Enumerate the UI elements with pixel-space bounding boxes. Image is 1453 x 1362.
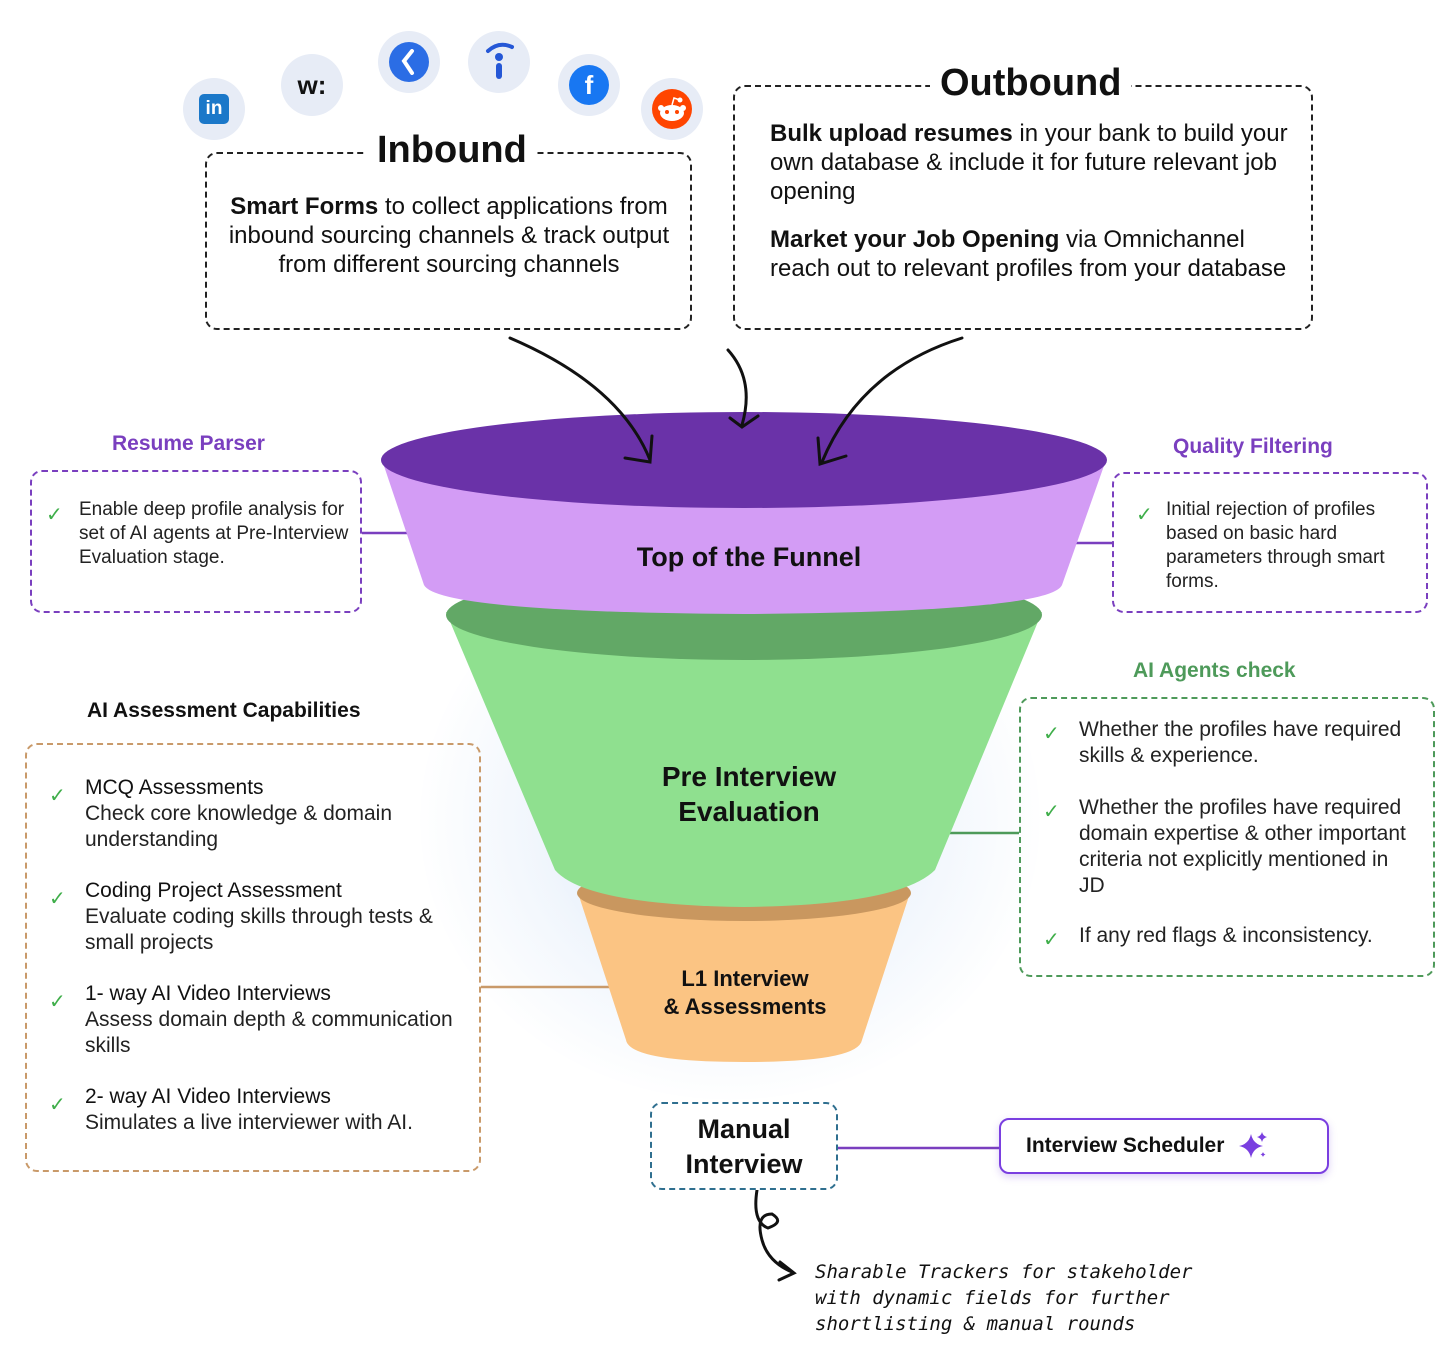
check-icon: ✓	[49, 888, 66, 910]
outbound-box: Outbound Bulk upload resumes in your ban…	[733, 61, 1313, 330]
check-icon: ✓	[1043, 929, 1060, 951]
resume-parser-label: Resume Parser	[112, 432, 265, 455]
funnel-bottom-section	[578, 893, 910, 1062]
arrow-center-head	[728, 414, 760, 429]
arrow-trackers-head	[777, 1260, 797, 1282]
check-icon: ✓	[1136, 504, 1153, 526]
naukri-icon	[378, 31, 440, 93]
funnel-middle-label: Pre Interview Evaluation	[661, 761, 837, 827]
quality-filtering-box: ✓ Initial rejection of profiles based on…	[1112, 472, 1428, 613]
inbound-title: Inbound	[367, 128, 537, 172]
interview-scheduler-label: Interview Scheduler	[1026, 1134, 1225, 1157]
outbound-paragraph-2: Market your Job Opening via Omnichannel …	[770, 226, 1287, 282]
arrow-outbound	[820, 336, 964, 464]
funnel-bottom-label: L1 Interview & Assessments	[663, 966, 827, 1019]
indeed-icon	[468, 31, 530, 93]
ai-assessment-box: ✓ MCQ Assessments Check core knowledge &…	[25, 743, 481, 1172]
inbound-description: Smart Forms to collect applications from…	[228, 193, 670, 278]
ai-agents-label: AI Agents check	[1133, 659, 1296, 682]
sparkle-icon	[1239, 1132, 1268, 1158]
arrow-inbound	[508, 336, 652, 462]
outbound-title: Outbound	[930, 61, 1132, 105]
funnel-top-rim	[381, 412, 1107, 508]
check-icon: ✓	[49, 785, 66, 807]
ai-assessment-label: AI Assessment Capabilities	[87, 699, 361, 722]
trackers-note: Sharable Trackers for stakeholder with d…	[815, 1261, 1193, 1335]
arrow-inbound-head	[623, 434, 654, 464]
ai-agents-box: ✓ Whether the profiles have required ski…	[1019, 697, 1435, 977]
outbound-paragraph-1: Bulk upload resumes in your bank to buil…	[770, 120, 1288, 205]
arrow-center	[726, 348, 748, 427]
quality-filtering-label: Quality Filtering	[1173, 435, 1333, 458]
facebook-icon: f	[558, 54, 620, 116]
funnel-top-label: Top of the Funnel	[636, 542, 862, 572]
resume-parser-box: ✓ Enable deep profile analysis for set o…	[30, 470, 362, 613]
check-icon: ✓	[49, 991, 66, 1013]
wellfound-icon: w:	[281, 54, 343, 116]
interview-scheduler-badge: Interview Scheduler	[999, 1118, 1329, 1174]
manual-interview-label: Manual Interview	[685, 1114, 803, 1179]
arrow-trackers	[754, 1188, 794, 1274]
arrow-outbound-head	[816, 436, 848, 466]
check-icon: ✓	[1043, 723, 1060, 745]
check-icon: ✓	[46, 504, 63, 526]
inbound-arrows	[508, 336, 964, 1282]
check-icon: ✓	[49, 1094, 66, 1116]
inbound-box: Inbound Smart Forms to collect applicati…	[205, 128, 692, 330]
check-icon: ✓	[1043, 801, 1060, 823]
manual-interview-box: Manual Interview	[650, 1102, 838, 1190]
reddit-icon	[641, 78, 703, 140]
linkedin-icon: in	[183, 78, 245, 140]
funnel-middle-section	[446, 612, 1042, 907]
